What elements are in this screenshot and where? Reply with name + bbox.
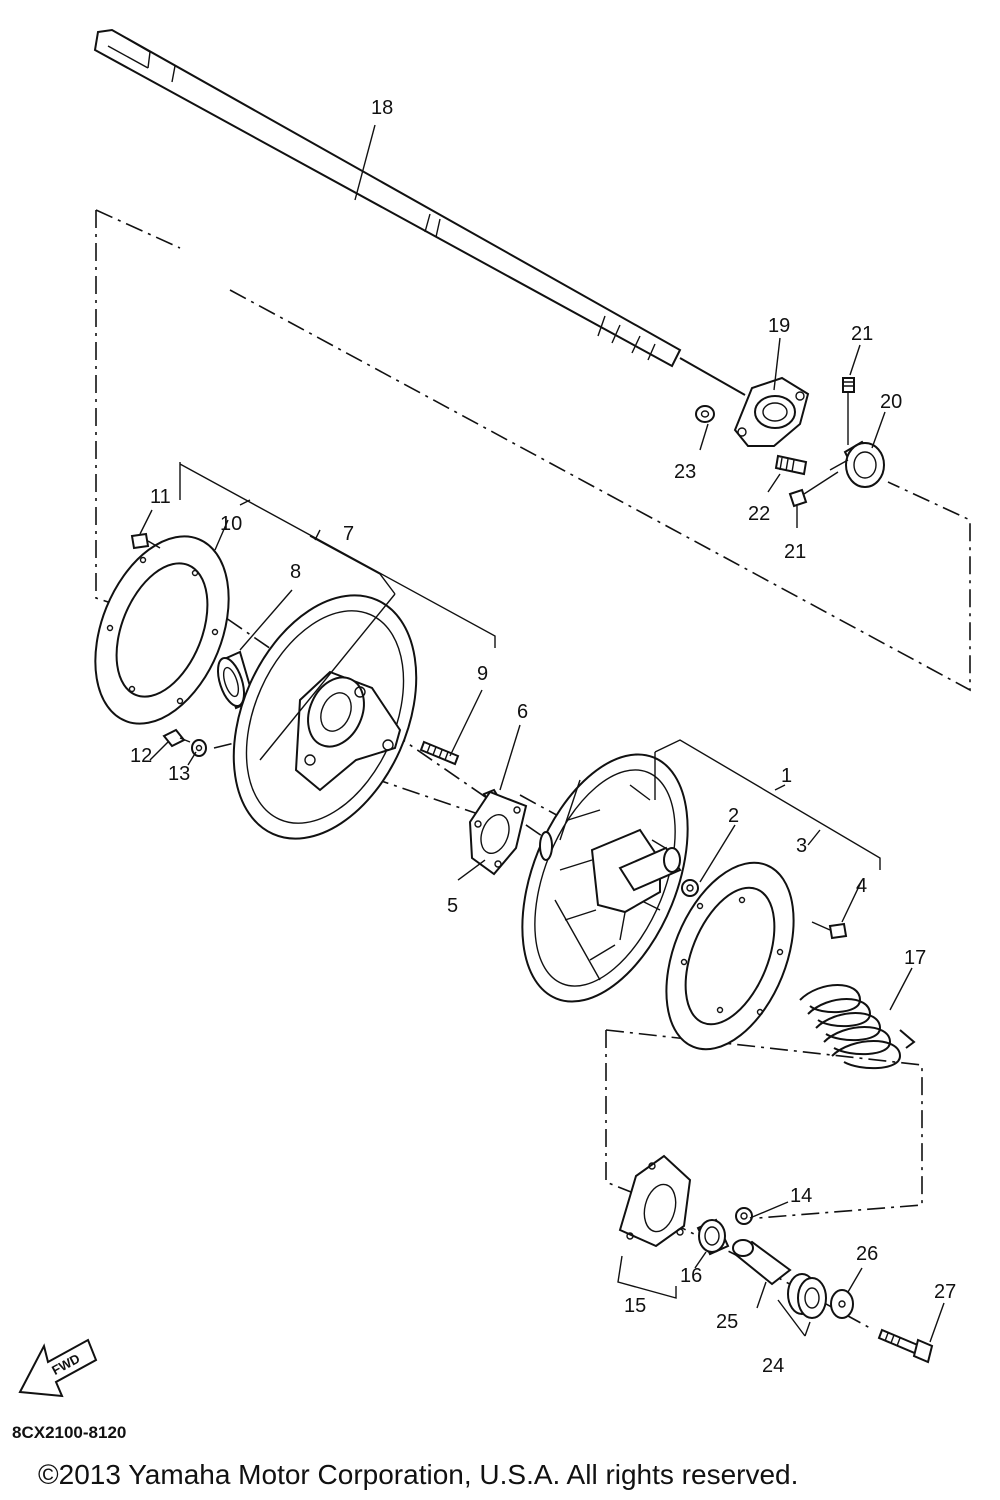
callout-20: 20 xyxy=(880,391,902,413)
nut-23 xyxy=(695,405,715,423)
callout-labels: 1 2 3 4 5 6 7 8 9 10 11 12 13 14 15 16 1… xyxy=(130,97,956,1377)
spacer-24 xyxy=(787,1273,827,1319)
bolt-4 xyxy=(811,921,848,940)
movable-sheave-1 xyxy=(521,753,689,1003)
thrust-plate-3 xyxy=(665,861,795,1051)
callout-15: 15 xyxy=(624,1295,646,1317)
callout-8: 8 xyxy=(290,561,301,583)
bolt-11 xyxy=(130,532,161,550)
callout-18: 18 xyxy=(371,97,393,119)
callout-21-top: 21 xyxy=(851,323,873,345)
fixed-sheave-7 xyxy=(232,594,418,840)
nut-2 xyxy=(681,879,699,897)
callout-4: 4 xyxy=(856,875,867,897)
callout-23: 23 xyxy=(674,461,696,483)
callout-16: 16 xyxy=(680,1265,702,1287)
callout-7: 7 xyxy=(343,523,354,545)
callout-17: 17 xyxy=(904,947,926,969)
set-screw-21-bottom xyxy=(788,471,839,508)
bolt-22 xyxy=(774,454,808,476)
diagram-code: 8CX2100-8120 xyxy=(12,1423,126,1442)
washer-13 xyxy=(191,739,207,757)
callout-14: 14 xyxy=(790,1185,812,1207)
callout-10: 10 xyxy=(220,513,242,535)
set-screw-21-top xyxy=(842,377,855,445)
bearing-housing xyxy=(733,376,810,447)
bolt-12 xyxy=(162,728,191,748)
spring-17 xyxy=(799,984,916,1070)
callout-11: 11 xyxy=(150,486,171,508)
callout-26: 26 xyxy=(856,1243,878,1265)
callout-24: 24 xyxy=(762,1355,784,1377)
nut-14 xyxy=(735,1207,753,1225)
callout-19: 19 xyxy=(768,315,790,337)
callout-1: 1 xyxy=(781,765,792,787)
callout-9: 9 xyxy=(477,663,488,685)
callout-leaders xyxy=(139,124,945,1343)
washer-26 xyxy=(830,1289,854,1319)
bearing-20 xyxy=(829,440,885,488)
callout-25: 25 xyxy=(716,1311,738,1333)
callout-27: 27 xyxy=(934,1281,956,1303)
plate-5 xyxy=(468,790,528,876)
copyright-notice: ©2013 Yamaha Motor Corporation, U.S.A. A… xyxy=(38,1459,798,1490)
thrust-plate-10 xyxy=(94,535,230,725)
fwd-arrow-icon: FWD xyxy=(18,1338,98,1398)
callout-21-bottom: 21 xyxy=(784,541,806,563)
collar-25 xyxy=(732,1239,792,1286)
callout-12: 12 xyxy=(130,745,152,767)
callout-5: 5 xyxy=(447,895,458,917)
callout-22: 22 xyxy=(748,503,770,525)
secondary-shaft xyxy=(93,28,746,396)
callout-6: 6 xyxy=(517,701,528,723)
stud-9 xyxy=(419,740,460,766)
assembly-guide-lines xyxy=(95,209,971,1329)
bushing-16 xyxy=(696,1218,730,1256)
callout-2: 2 xyxy=(728,805,739,827)
callout-3: 3 xyxy=(796,835,807,857)
callout-13: 13 xyxy=(168,763,190,785)
torque-cam-15 xyxy=(618,1154,692,1248)
bolt-27 xyxy=(877,1328,934,1364)
